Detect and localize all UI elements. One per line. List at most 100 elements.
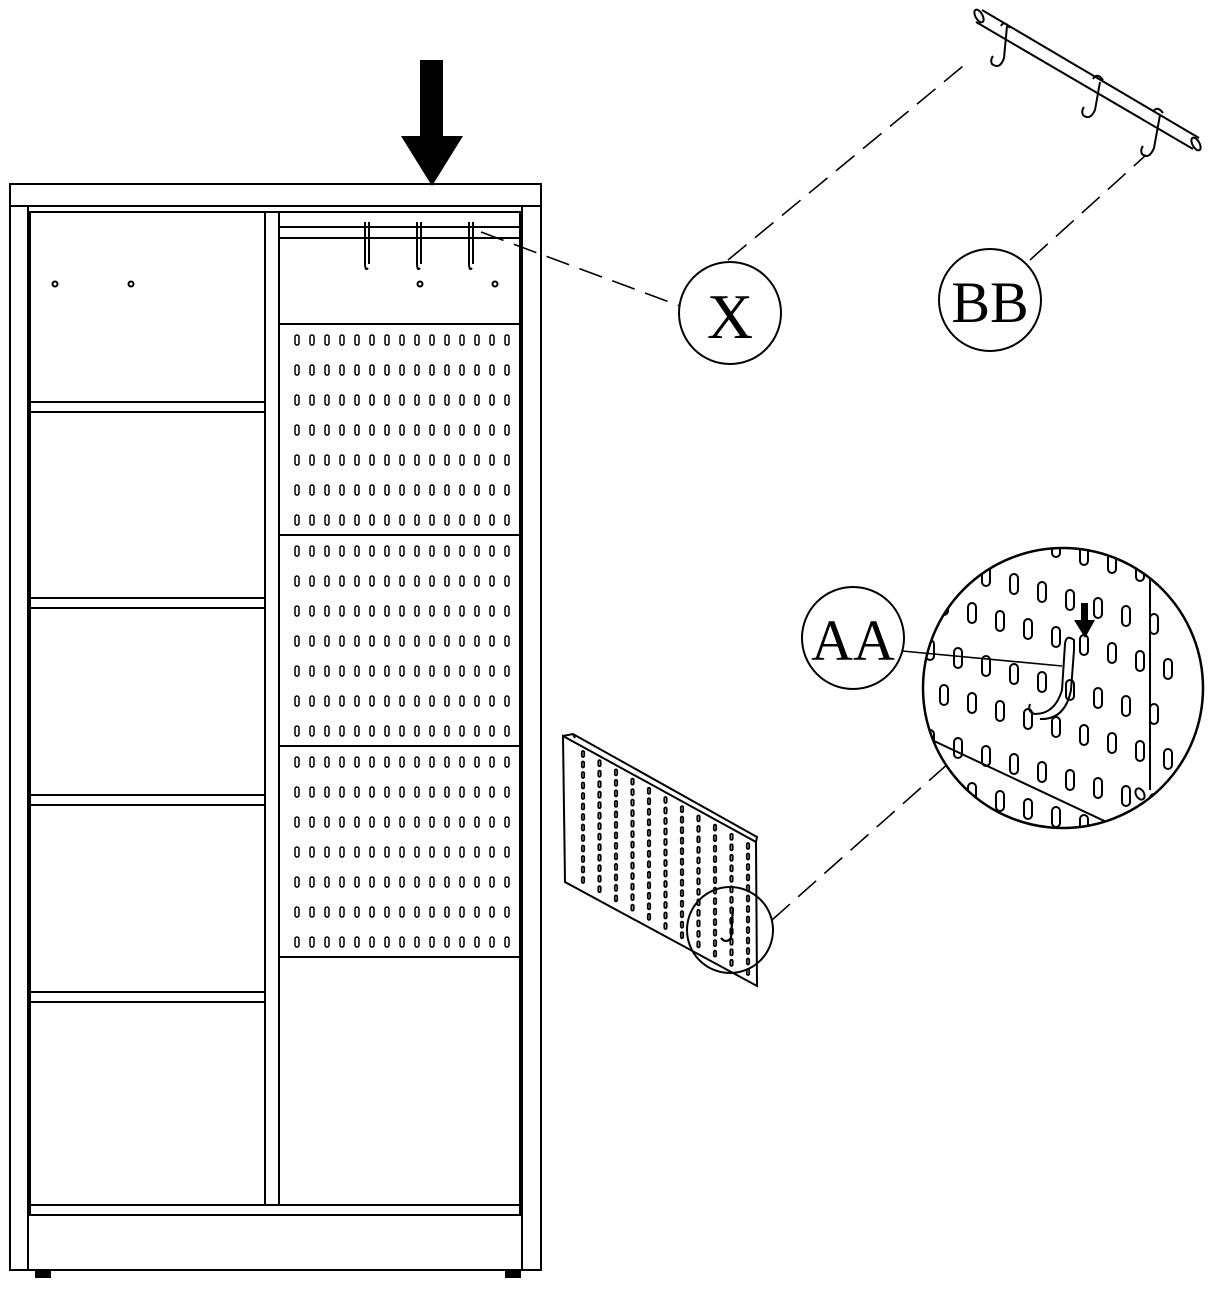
peg-slot	[414, 514, 420, 526]
peg-slot	[459, 575, 465, 587]
mount-hole	[491, 280, 499, 288]
panel-slot	[646, 797, 652, 806]
peg-slot	[459, 635, 465, 647]
peg-slot	[384, 364, 390, 376]
peg-slot	[369, 786, 375, 798]
peg-slot	[459, 364, 465, 376]
panel-slot	[613, 894, 619, 903]
peg-slot	[324, 394, 330, 406]
rod-hook	[1140, 107, 1164, 157]
panel-slot	[597, 864, 602, 873]
panel-slot	[646, 849, 652, 858]
peg-slot	[429, 876, 435, 888]
peg-slot	[309, 876, 315, 888]
panel-slot	[696, 835, 701, 844]
rail-hook	[416, 222, 421, 271]
peg-slot	[309, 334, 315, 346]
panel-slot	[696, 888, 701, 896]
zoom-slot	[1094, 508, 1102, 528]
peg-slot	[339, 846, 345, 858]
peg-slot	[504, 575, 510, 587]
peg-slot	[444, 364, 450, 376]
panel-slot	[696, 909, 701, 917]
peg-slot	[369, 424, 375, 436]
panel-slot	[597, 853, 602, 862]
peg-slot	[354, 786, 360, 798]
panel-slot	[580, 813, 586, 821]
installed-hooks	[364, 222, 474, 271]
peg-slot	[399, 816, 405, 828]
peg-slot	[429, 695, 435, 707]
peg-slot	[354, 424, 360, 436]
callout-circle-bb	[938, 248, 1042, 352]
panel-slot	[745, 926, 751, 934]
peg-slot	[474, 545, 480, 557]
panel-slot	[679, 805, 685, 814]
peg-slot	[384, 695, 390, 707]
peg-slot	[309, 635, 315, 647]
zoom-slot	[1135, 740, 1145, 762]
panel-slot	[712, 844, 718, 853]
zoom-slot	[1051, 626, 1061, 648]
peg-slot	[354, 635, 360, 647]
panel-slot	[729, 948, 734, 957]
peg-slot	[369, 876, 375, 888]
peg-slot	[294, 906, 300, 918]
peg-slot	[444, 605, 450, 617]
peg-slot	[459, 545, 465, 557]
peg-slot	[429, 454, 435, 466]
peg-slot	[324, 665, 330, 677]
peg-slot	[354, 514, 360, 526]
peg-slot	[444, 635, 450, 647]
peg-slot	[339, 756, 345, 768]
peg-slot	[294, 876, 300, 888]
peg-slot	[339, 424, 345, 436]
peg-slot	[399, 454, 405, 466]
zoom-slot	[1107, 732, 1117, 754]
zoom-slot	[1037, 761, 1047, 783]
panel-slot	[663, 848, 668, 857]
zoom-slot	[940, 505, 948, 525]
peg-slot	[429, 725, 435, 737]
zoom-slot	[1164, 839, 1172, 859]
panel-slot	[663, 838, 668, 846]
panel-slot	[580, 876, 586, 884]
zoom-slot	[1093, 777, 1103, 799]
peg-slot	[309, 846, 315, 858]
zoom-slot	[1037, 671, 1047, 693]
panel-slot	[729, 895, 734, 904]
cabinet-right-post	[521, 205, 542, 1271]
panel-slot	[646, 891, 652, 900]
panel-slot	[696, 930, 701, 938]
peg-slot	[504, 334, 510, 346]
panel-slot	[646, 870, 652, 879]
peg-slot	[399, 756, 405, 768]
peg-slot	[399, 605, 405, 617]
peg-slot	[384, 786, 390, 798]
peg-slot	[459, 876, 465, 888]
peg-slot	[384, 906, 390, 918]
peg-slot	[354, 725, 360, 737]
detail-marker-circle	[686, 886, 774, 974]
peg-slot	[414, 936, 420, 948]
zoom-slot	[925, 549, 935, 571]
peg-slot	[489, 786, 495, 798]
peg-slot	[399, 334, 405, 346]
peg-slot	[459, 454, 465, 466]
peg-slot	[504, 756, 510, 768]
peg-slot	[324, 484, 330, 496]
peg-slot	[504, 635, 510, 647]
panel-slot	[712, 855, 718, 863]
zoom-slot	[1065, 679, 1075, 701]
panel-slot	[696, 856, 701, 865]
peg-slot	[324, 334, 330, 346]
peg-slot	[309, 545, 315, 557]
peg-slot	[489, 514, 495, 526]
peg-slot	[489, 484, 495, 496]
panel-slot	[663, 901, 668, 909]
panel-slot	[597, 811, 602, 820]
panel-slot	[729, 853, 734, 862]
peg-slot	[294, 936, 300, 948]
panel-slot	[613, 789, 619, 798]
panel-slot	[646, 860, 652, 869]
